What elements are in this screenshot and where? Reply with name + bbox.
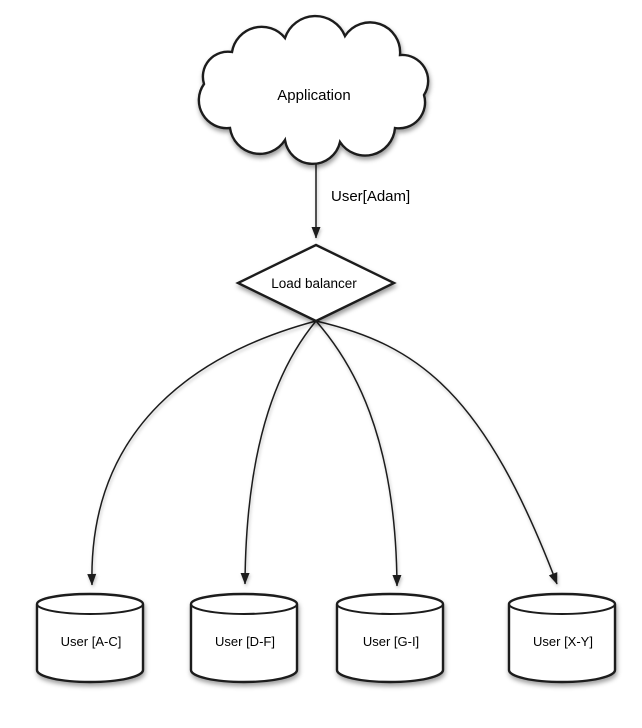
cylinder-rim [190,603,298,615]
cylinder-shape [507,592,617,684]
edge-lb-to-shard-d-f [240,320,317,585]
cylinder-rim [36,603,144,615]
cylinder-shape [335,592,445,684]
shard-label-d-f: User [D-F] [215,634,275,649]
shard-node-d-f: User [D-F] [189,592,299,684]
load-balancer-node: Load balancer [235,243,397,323]
shard-label-g-i: User [G-I] [363,634,419,649]
cylinder-shape [189,592,299,684]
edge-label-user-adam: User[Adam] [331,188,410,205]
edge-lb-to-shard-a-c [87,320,317,586]
load-balancer-label: Load balancer [271,276,357,291]
cylinder-rim [508,603,616,615]
edge-lb-to-shard-x-y [315,320,558,585]
diamond-shape [235,243,397,323]
application-label: Application [277,87,350,104]
application-node: Application [197,14,430,166]
edge-group-load-balancer-to-shards [87,320,558,587]
shard-node-x-y: User [X-Y] [507,592,617,684]
shard-label-x-y: User [X-Y] [533,634,593,649]
cloud-shape [197,14,430,166]
edge-lb-to-shard-g-i [315,320,402,587]
cylinder-rim [336,603,444,615]
shard-label-a-c: User [A-C] [61,634,122,649]
shard-node-a-c: User [A-C] [35,592,145,684]
cylinder-shape [35,592,145,684]
shard-node-g-i: User [G-I] [335,592,445,684]
